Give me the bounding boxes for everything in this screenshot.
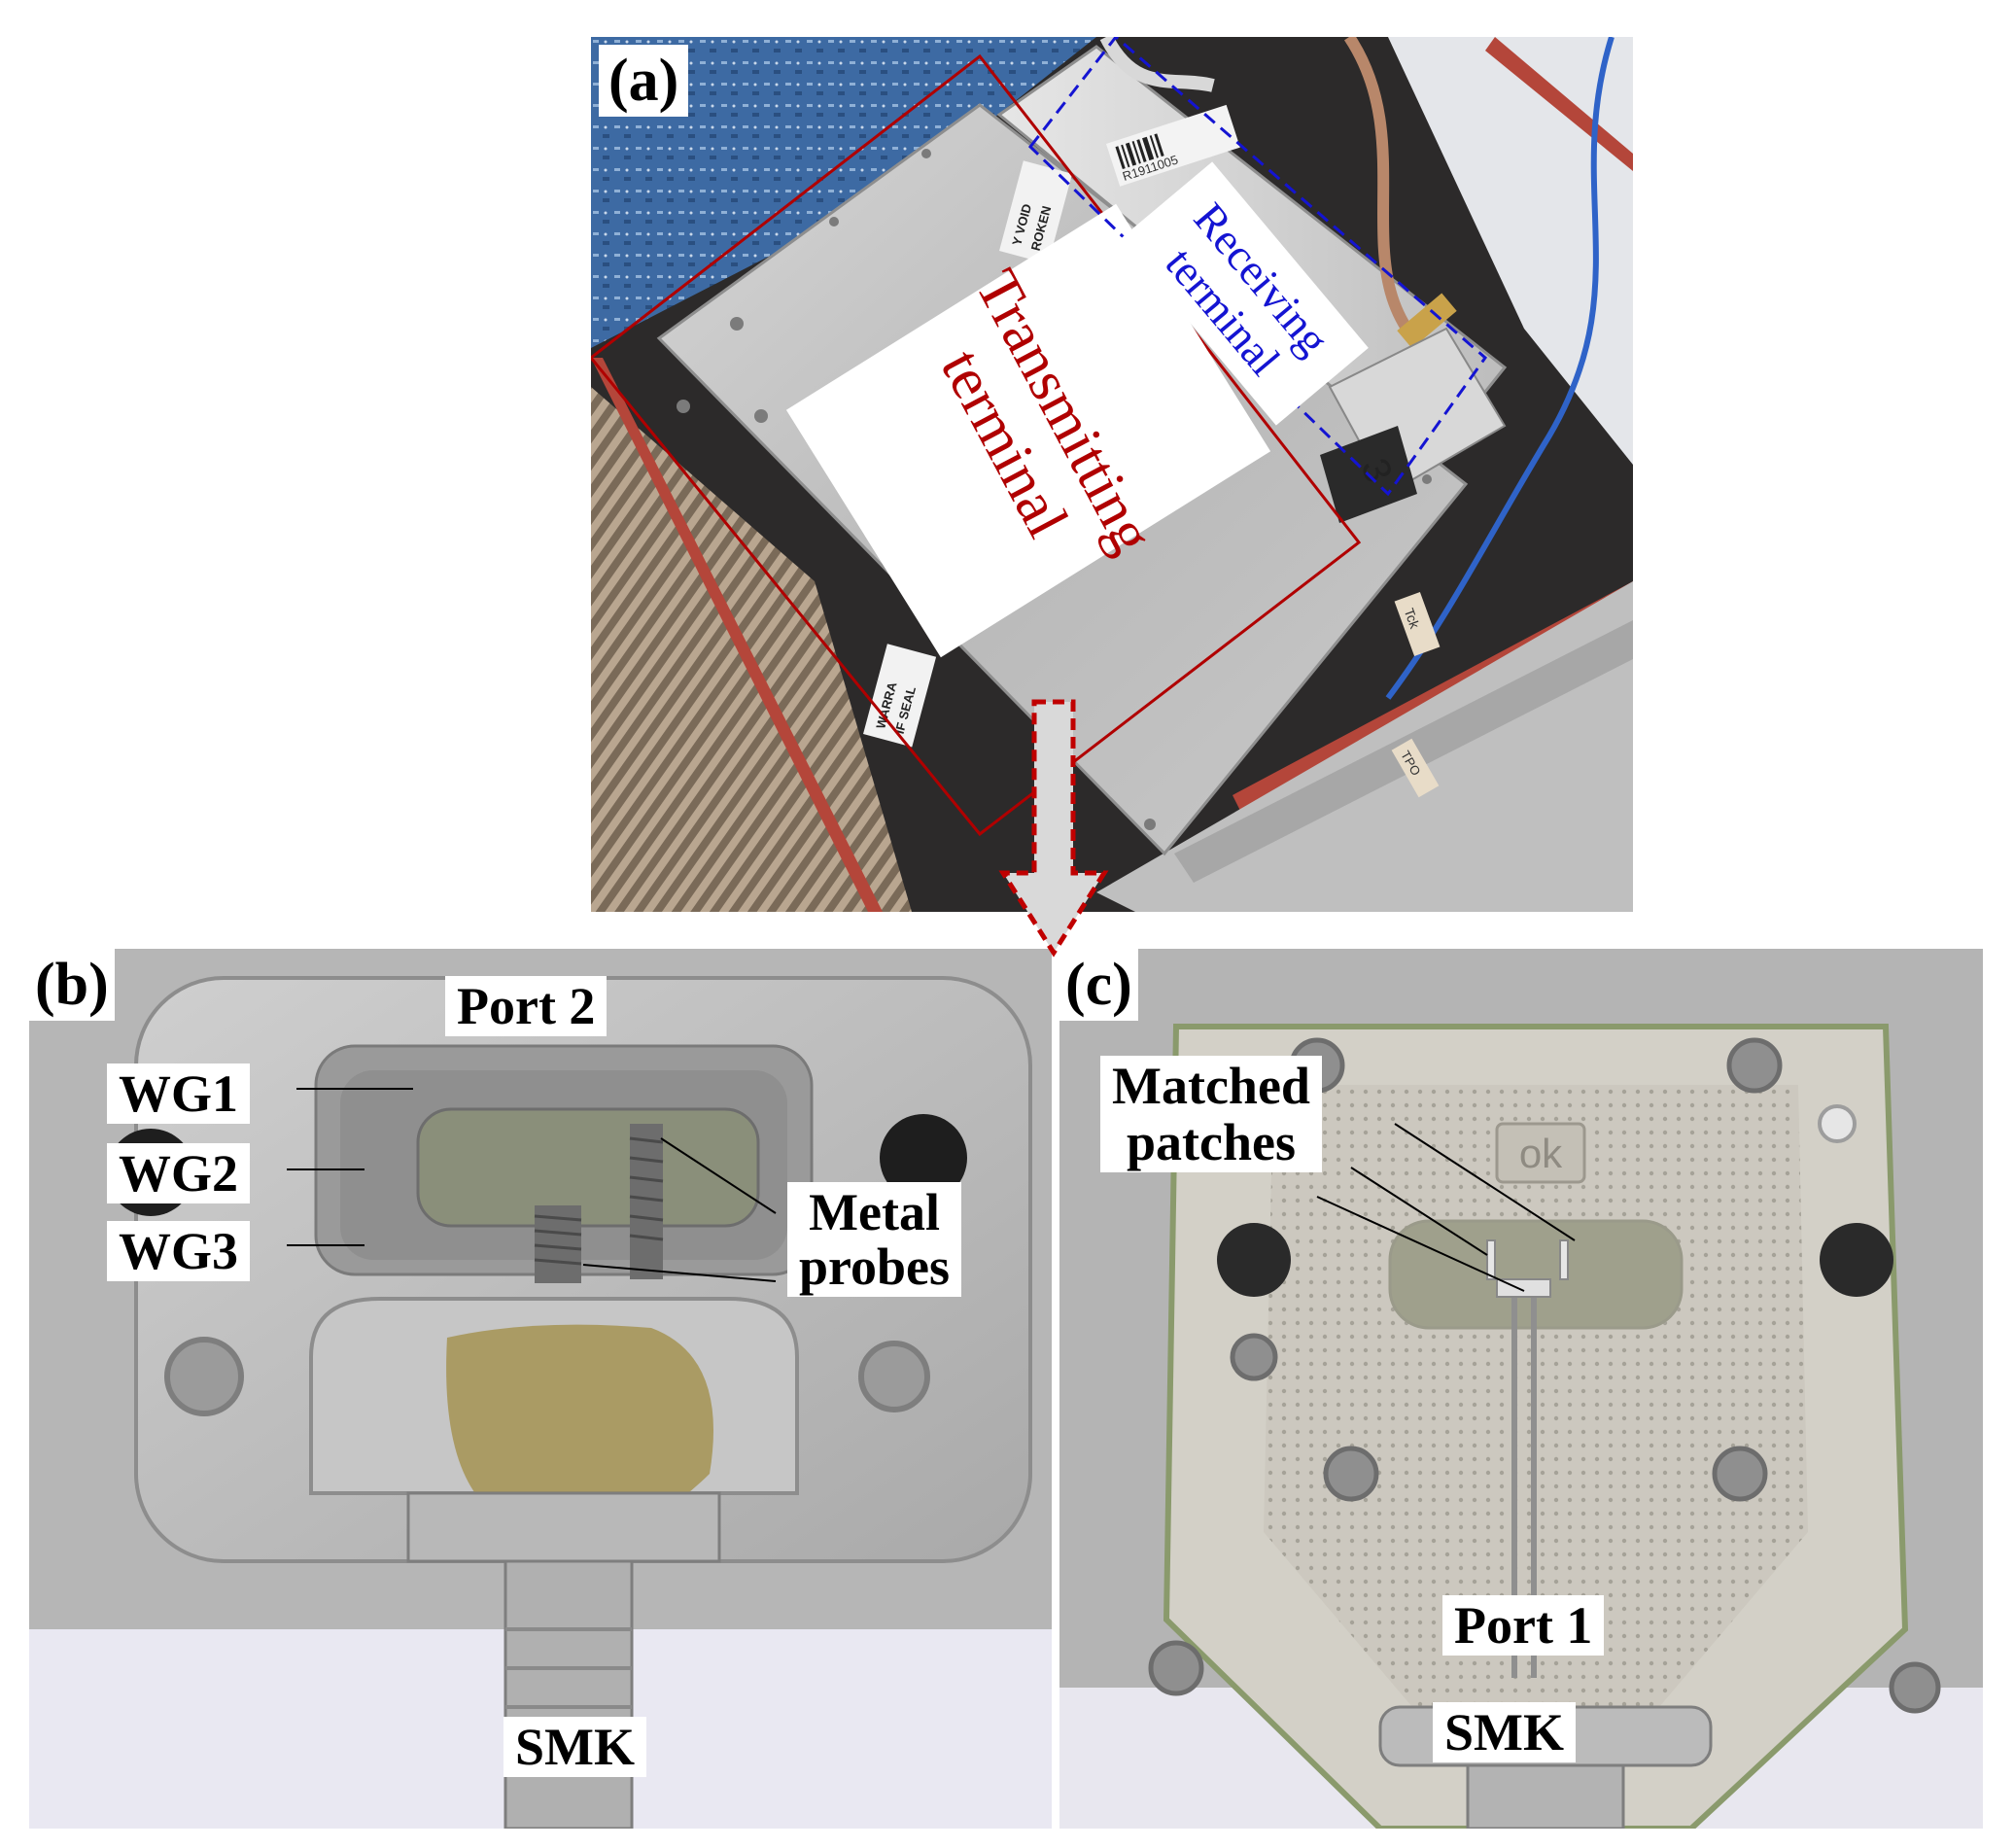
metal-probes-line-2: probes — [799, 1238, 951, 1296]
panel-a-letter: (a) — [599, 45, 689, 117]
panel-a-photo: R1911005 Y VOID ROKEN WARRA IF SEAL 3 — [591, 37, 1633, 912]
matched-patches-line-2: patches — [1126, 1113, 1296, 1171]
panel-a-scene: R1911005 Y VOID ROKEN WARRA IF SEAL 3 — [591, 37, 1633, 912]
wg2-label: WG2 — [107, 1143, 251, 1203]
ok-logo-text: ok — [1519, 1131, 1563, 1176]
tag-text: Tck — [1402, 606, 1424, 631]
metal-probes-line-1: Metal — [809, 1183, 940, 1241]
panel-b-scene — [29, 949, 1052, 1829]
matched-patches-line-1: Matched — [1112, 1057, 1310, 1115]
wg1-label: WG1 — [107, 1063, 251, 1124]
smk-label-b: SMK — [504, 1717, 647, 1777]
matched-patches-label: Matched patches — [1100, 1056, 1322, 1172]
panel-c-photo: ok (c) Matched patches Port 1 — [1059, 949, 1983, 1829]
panel-c-letter: (c) — [1059, 949, 1138, 1021]
panel-b-photo: (b) Port 2 WG1 WG2 WG3 Metal probes SMK — [29, 949, 1052, 1829]
port-2-label: Port 2 — [445, 976, 608, 1036]
transmitting-terminal-box — [591, 53, 1362, 837]
metal-probes-label: Metal probes — [787, 1182, 962, 1297]
down-arrow — [998, 699, 1109, 958]
panel-b-letter: (b) — [29, 949, 115, 1021]
transmitting-terminal-label — [785, 203, 1271, 658]
wg3-label: WG3 — [107, 1221, 251, 1281]
port-1-label: Port 1 — [1442, 1595, 1605, 1656]
smk-label-c: SMK — [1433, 1702, 1577, 1762]
receiving-terminal-box — [1027, 37, 1488, 497]
